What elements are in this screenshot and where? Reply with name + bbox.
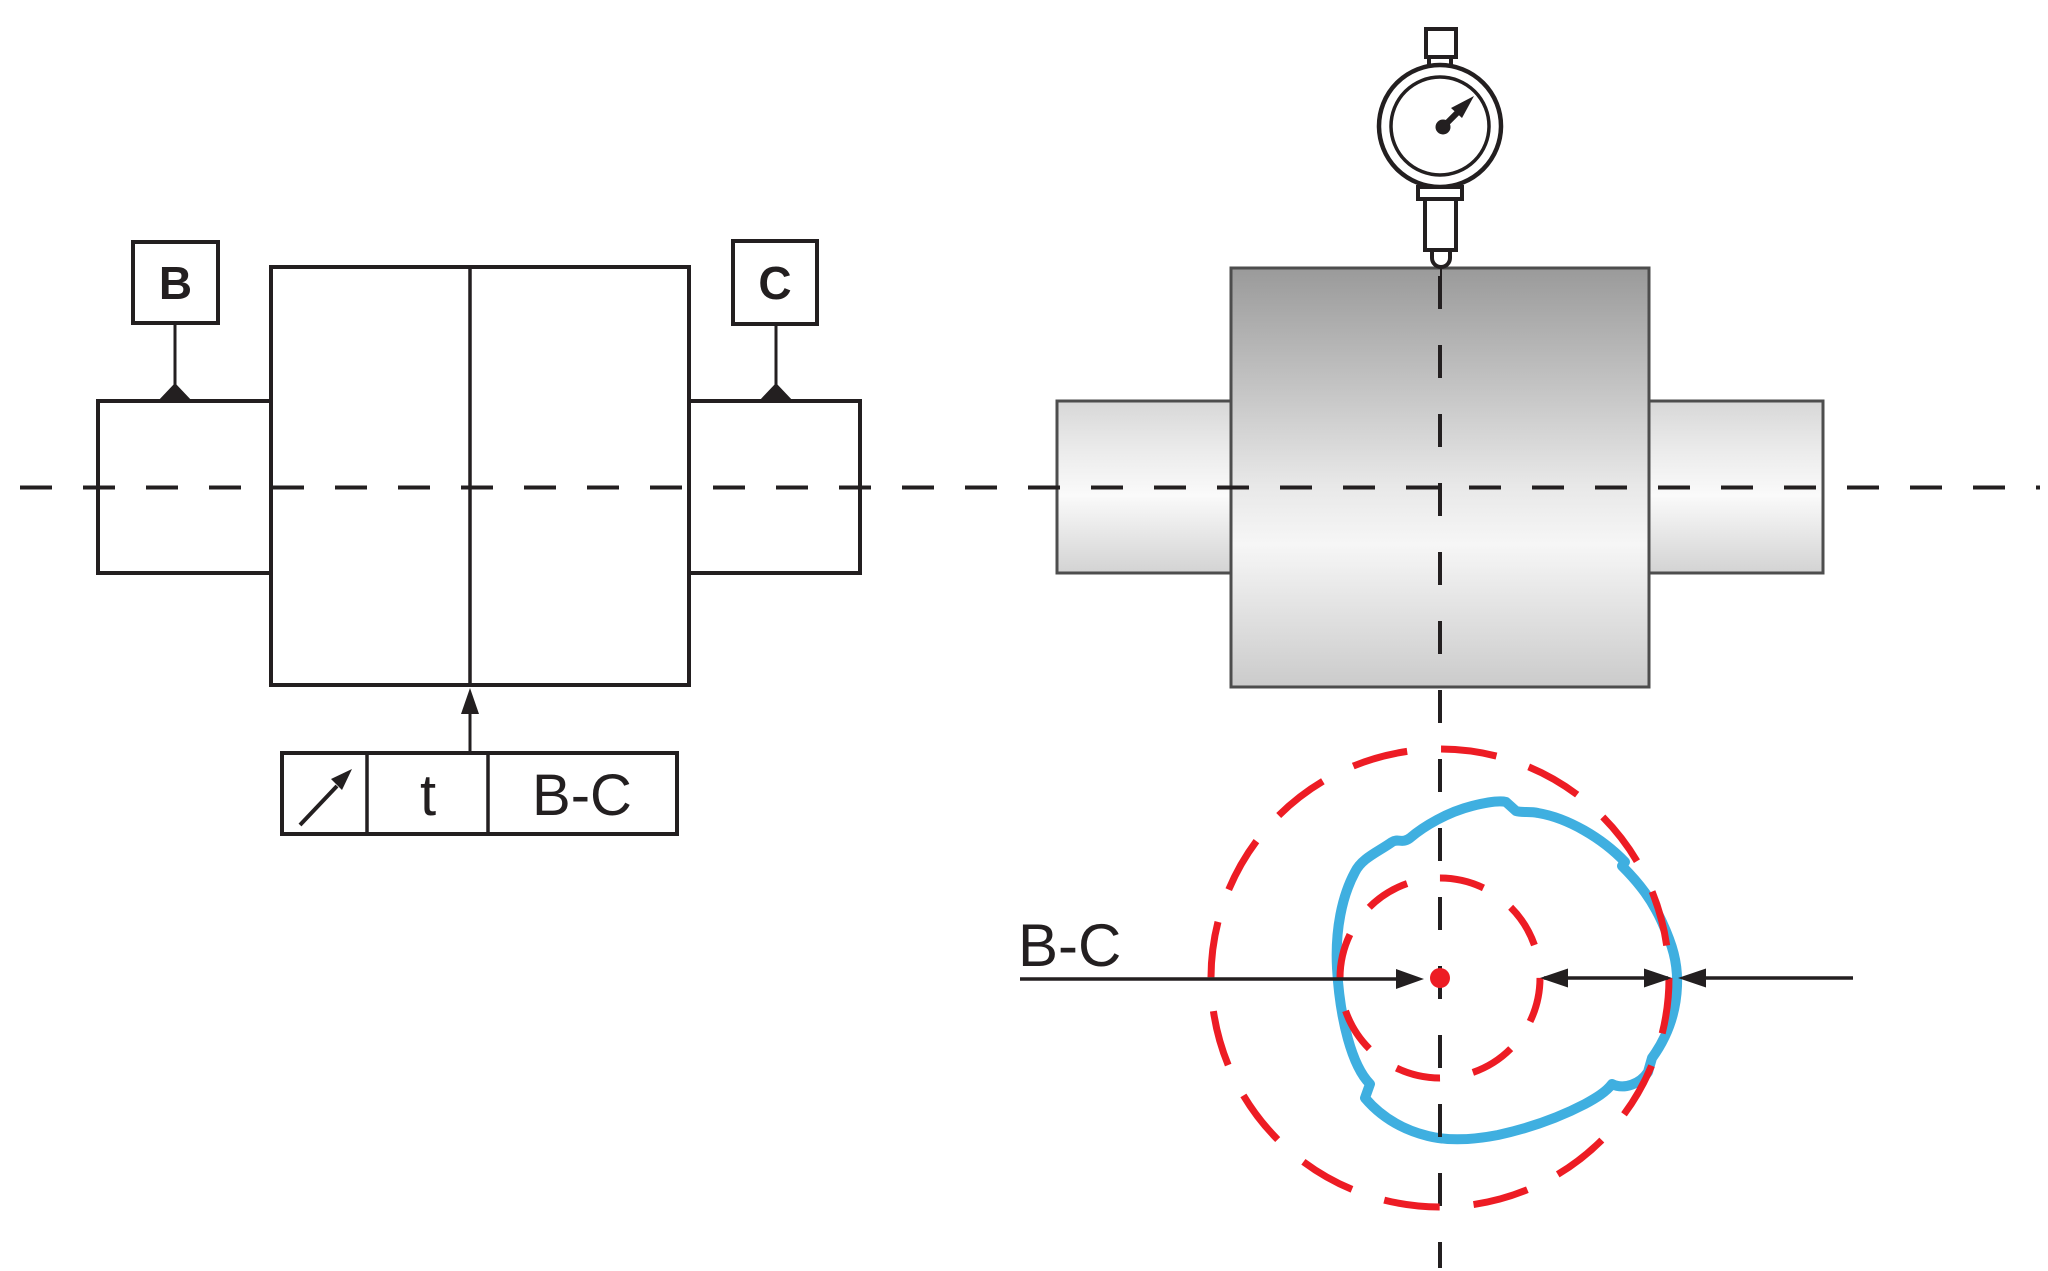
- datum-b-triangle-icon: [157, 383, 193, 402]
- datum-b: B: [131, 240, 220, 402]
- profile-pointer-arrow: [1678, 968, 1853, 988]
- datum-c: C: [731, 239, 819, 402]
- runout-symbol-shaft: [298, 784, 339, 827]
- tolerance-arrow-right-head-icon: [1644, 968, 1672, 988]
- front-view: [96, 265, 862, 687]
- feature-control-frame: t B-C: [280, 688, 679, 836]
- dial-mount-lug: [1424, 27, 1458, 59]
- front-left-journal: [96, 399, 273, 575]
- axis-leader-arrowhead-icon: [1396, 969, 1424, 989]
- dial-contact-tip: [1430, 248, 1452, 269]
- datum-c-label: C: [758, 257, 791, 309]
- circular-runout-arrow-icon: [298, 769, 352, 827]
- actual-profile-curve: [1331, 796, 1683, 1145]
- profile-pointer-head-icon: [1678, 968, 1706, 988]
- shaded-left-journal: [1055, 399, 1233, 575]
- datum-b-box: [131, 240, 220, 325]
- tolerance-width-arrow: [1540, 968, 1672, 988]
- fcf-tolerance: t: [420, 763, 436, 828]
- datum-c-triangle-icon: [758, 383, 794, 402]
- dial-stem: [1423, 197, 1458, 252]
- fcf-leader-arrowhead-icon: [461, 688, 479, 714]
- runout-section-view: B-C: [1018, 276, 1853, 1268]
- shaded-center-cylinder: [1229, 266, 1651, 689]
- datum-c-box: [731, 239, 819, 326]
- axis-label: B-C: [1018, 912, 1121, 979]
- dial-indicator-icon: [1376, 27, 1504, 277]
- dial-needle-head: [1451, 96, 1474, 118]
- runout-symbol-head: [331, 769, 352, 790]
- front-center-cylinder: [269, 265, 691, 687]
- fcf-frame: [280, 751, 679, 836]
- fcf-datum-reference: B-C: [532, 763, 632, 828]
- tolerance-arrow-left-head-icon: [1540, 968, 1568, 988]
- datum-axis-point: [1430, 968, 1450, 988]
- datum-b-label: B: [159, 257, 192, 309]
